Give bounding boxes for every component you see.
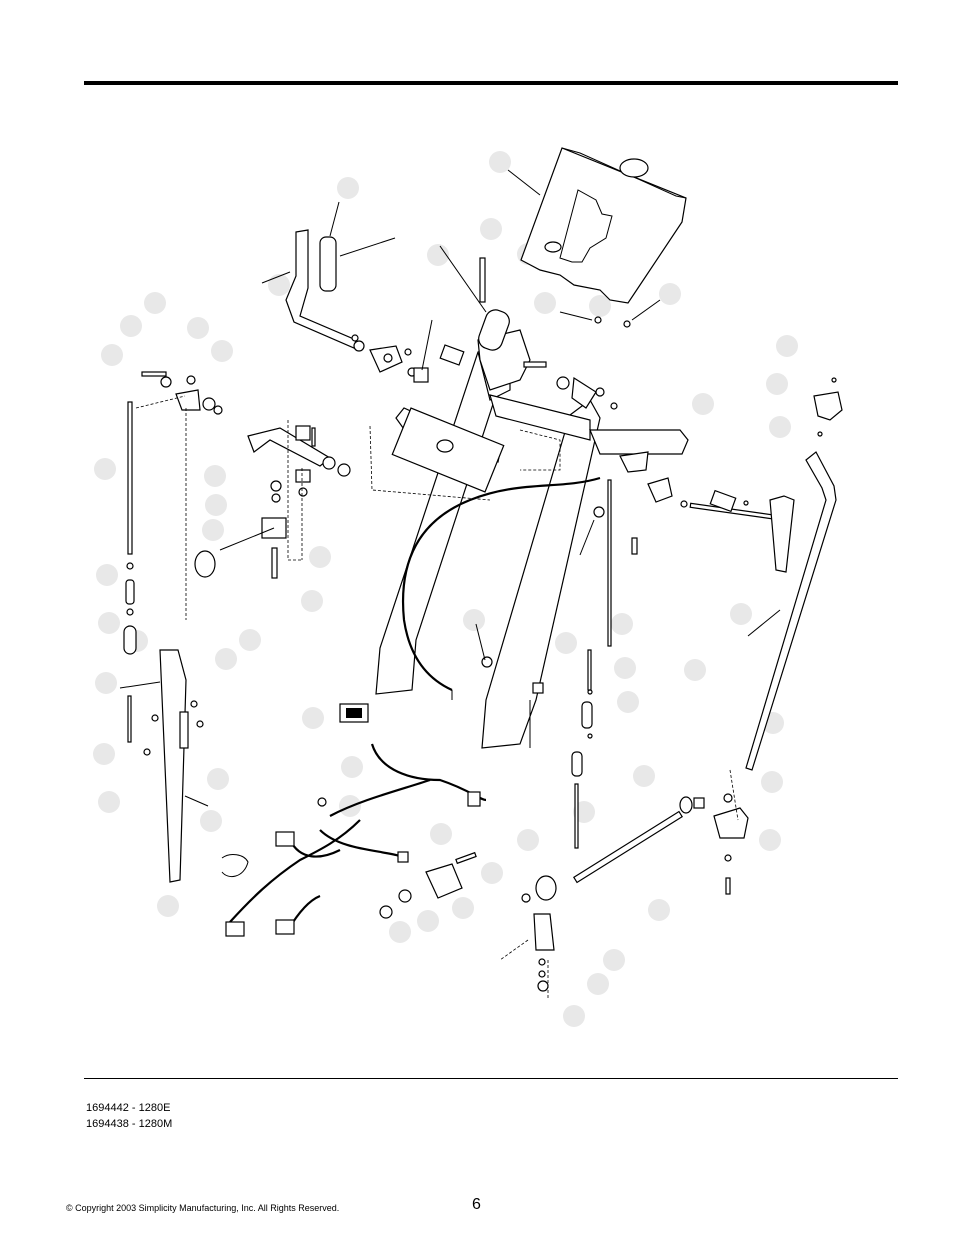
model-number: 1694438 - 1280M (86, 1118, 173, 1130)
shift-panel (507, 147, 687, 328)
lower-switch-assembly (379, 690, 477, 919)
left-handle (261, 201, 396, 349)
right-shift-assembly (499, 377, 843, 998)
left-shift-assembly (119, 371, 351, 883)
wiring-harness (221, 476, 601, 937)
callout-bubbles (93, 151, 798, 1027)
header-rule (84, 81, 898, 85)
page-number: 6 (472, 1196, 481, 1213)
model-list: 1694442 - 1280E 1694438 - 1280M (86, 1100, 172, 1132)
footer-rule (84, 1078, 898, 1079)
model-number: 1694442 - 1280E (86, 1102, 171, 1114)
copyright-notice: © Copyright 2003 Simplicity Manufacturin… (66, 1203, 340, 1213)
upper-fasteners (351, 245, 618, 410)
handle-frame (369, 329, 689, 749)
